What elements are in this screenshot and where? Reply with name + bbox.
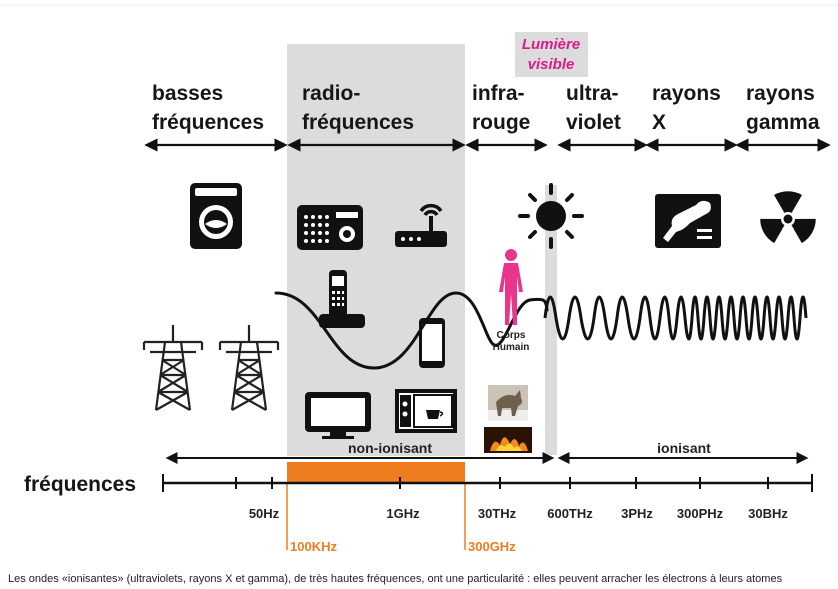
band-title-x-2: X — [652, 111, 666, 134]
axis-ticks — [162, 474, 813, 492]
microwave-icon — [395, 389, 457, 433]
fire-photo-icon — [484, 427, 532, 453]
radio-icon — [297, 205, 363, 250]
smartphone-icon — [419, 318, 445, 368]
wave-curve — [274, 291, 549, 370]
ionising-label: ionisant — [657, 440, 711, 456]
body-label-line1: Corps — [497, 330, 526, 341]
wifi-router-icon — [395, 203, 447, 247]
visible-band-shade — [545, 185, 557, 455]
tick-label-30bhz: 30BHz — [748, 506, 788, 521]
tick-label-100khz: 100KHz — [290, 539, 337, 554]
band-title-gamma-1: rayons — [746, 82, 815, 105]
range-highlight — [287, 462, 465, 482]
band-title-basses-2: fréquences — [152, 111, 264, 134]
visible-label-box — [515, 32, 588, 77]
tick-label-300phz: 300PHz — [677, 506, 724, 521]
x-ray-icon — [655, 194, 721, 248]
band-title-basses-1: basses — [152, 82, 223, 105]
television-icon — [305, 392, 371, 439]
visible-label-line2: visible — [528, 56, 575, 73]
body-label-line2: Humain — [493, 342, 530, 353]
ionising-label-bg — [640, 441, 730, 456]
band-title-x-1: rayons — [652, 82, 721, 105]
human-figure-icon — [499, 249, 523, 325]
non-ionising-label: non-ionisant — [348, 440, 432, 456]
wave-high-frequency — [543, 295, 808, 341]
radiation-icon — [760, 191, 816, 244]
cordless-phone-icon — [319, 270, 365, 328]
tick-label-1ghz: 1GHz — [386, 506, 420, 521]
non-ionising-label-bg — [336, 440, 446, 456]
washing-machine-icon — [190, 183, 242, 249]
axis-label: fréquences — [24, 473, 136, 496]
tick-label-600thz: 600THz — [547, 506, 593, 521]
tick-label-3phz: 3PHz — [621, 506, 653, 521]
band-title-radio-2: fréquences — [302, 111, 414, 134]
tick-label-300ghz: 300GHz — [468, 539, 516, 554]
tick-label-50hz: 50Hz — [249, 506, 280, 521]
band-title-infra-1: infra- — [472, 82, 525, 105]
band-title-uv-1: ultra- — [566, 82, 619, 105]
sun-icon — [518, 183, 584, 249]
band-title-infra-2: rouge — [472, 111, 530, 134]
band-title-gamma-2: gamma — [746, 111, 820, 134]
wolf-photo-icon — [488, 385, 528, 421]
visible-label-line1: Lumière — [522, 36, 580, 53]
band-title-uv-2: violet — [566, 111, 621, 134]
caption: Les ondes «ionisantes» (ultraviolets, ra… — [8, 573, 783, 585]
pylon-icon — [142, 325, 204, 411]
band-title-radio-1: radio- — [302, 82, 360, 105]
pylon-icon-2 — [218, 325, 280, 411]
tick-label-30thz: 30THz — [478, 506, 517, 521]
